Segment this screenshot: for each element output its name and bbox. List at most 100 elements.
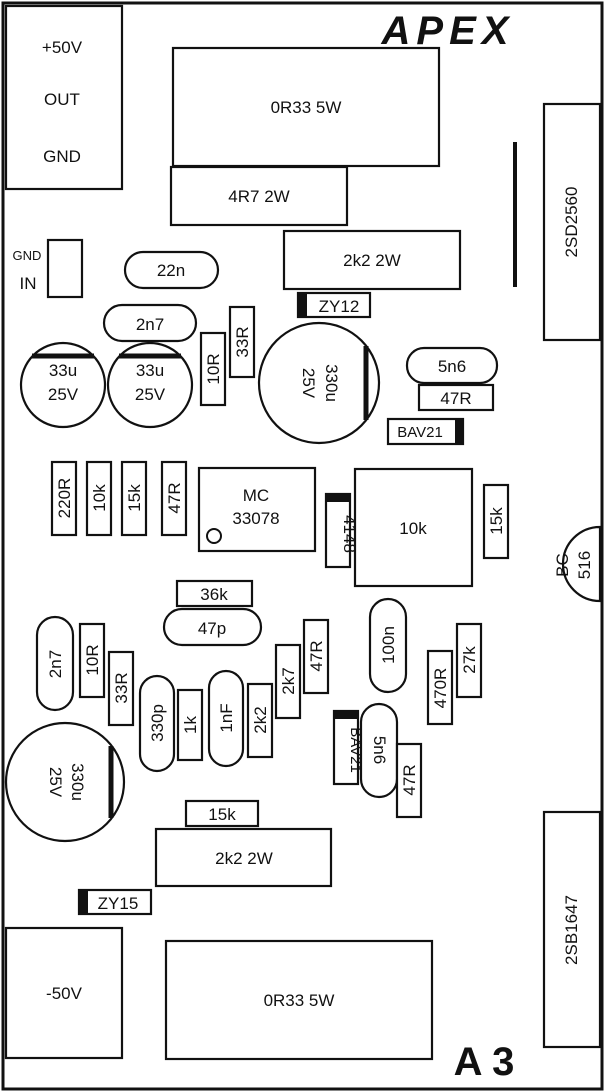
label-2n7-bottom: 2n7 [46,650,65,678]
resistor-2k2-top [282,229,462,291]
capacitor-2n7-bottom [35,615,75,712]
capacitor-100n [368,597,408,694]
label-470r: 470R [431,668,450,709]
label-1nf: 1nF [217,703,236,732]
resistor-33r-top [228,305,256,379]
label-220r: 220R [55,478,74,519]
resistor-2k2-small [246,682,274,759]
label-2sb1647: 2SB1647 [562,895,581,965]
label-330p: 330p [148,704,167,742]
terminal-out: OUT [44,90,80,109]
input-gnd-label: GND [13,248,42,263]
resistor-47r-top [417,383,495,412]
terminal-minus50v: -50V [46,984,83,1003]
label-33u-right-value: 33u [136,361,164,380]
resistor-10r-bottom [78,622,106,699]
label-33078: 33078 [232,509,279,528]
label-330u-top-voltage: 25V [299,368,318,399]
label-330u-bottom-value: 330u [68,763,87,801]
label-2sd2560: 2SD2560 [562,187,581,258]
resistor-47r-bottom [395,742,423,819]
label-330u-bottom-voltage: 25V [46,767,65,798]
resistor-4r7 [169,165,349,227]
label-47r-left: 47R [165,482,184,513]
label-zy15: ZY15 [98,894,139,913]
transistor-bc516 [561,525,602,603]
resistor-470r [426,649,454,726]
label-bc: BC [553,553,572,577]
capacitor-2n7-top [102,303,198,343]
resistor-47r-mid [302,618,330,695]
diode-4148 [324,492,352,569]
label-33u-right-voltage: 25V [135,385,166,404]
label-mc: MC [243,486,269,505]
bav21-top-cathode-band [455,419,463,444]
resistor-15k-left [120,460,148,537]
capacitor-33u-left [19,341,107,429]
transistor-2sd2560 [542,102,602,342]
resistor-10r-top [199,331,227,407]
capacitor-5n6-top [405,346,499,385]
label-36k: 36k [200,585,228,604]
label-10r-top: 10R [204,353,223,384]
label-33u-left-value: 33u [49,361,77,380]
resistor-10k-small [85,460,113,537]
resistor-27k [455,622,483,699]
label-4r7: 4R7 2W [228,187,289,206]
label-330u-top-value: 330u [322,364,341,402]
terminal-bottom [4,926,124,1060]
label-2k2-small: 2k2 [251,706,270,733]
zy12-cathode-band [298,293,307,317]
label-47r-mid: 47R [307,640,326,671]
capacitor-47p [162,607,263,647]
label-0r33-bottom: 0R33 5W [264,991,335,1010]
label-bav21-top: BAV21 [397,424,443,441]
resistor-0r33-bottom [164,939,434,1061]
label-47r-top: 47R [440,389,471,408]
resistor-47r-left [160,460,188,537]
resistor-220r [50,460,78,537]
input-connector [46,238,84,299]
label-5n6-bottom: 5n6 [370,736,389,764]
terminal-gnd: GND [43,147,81,166]
capacitor-33u-right [106,341,194,429]
label-10k-small: 10k [90,484,109,512]
label-33r-bottom: 33R [112,672,131,703]
label-0r33-top: 0R33 5W [271,98,342,117]
transistor-2sb1647 [542,810,602,1049]
label-47p: 47p [198,619,226,638]
resistor-1k [176,688,204,762]
resistor-15k-bottom [184,799,260,828]
label-516: 516 [575,551,594,579]
label-100n: 100n [379,626,398,664]
capacitor-330u-top [257,321,381,445]
zener-zy15 [77,888,153,916]
resistor-2k2-bottom [154,827,333,888]
board-id: A 3 [454,1040,515,1084]
label-10k-trimmer: 10k [399,519,427,538]
4148-cathode-band [326,494,350,502]
label-22n: 22n [157,261,185,280]
capacitor-330u-bottom [4,721,126,843]
diode-bav21-bottom [332,709,360,786]
resistor-36k [175,579,254,608]
label-15k-bottom: 15k [208,805,236,824]
resistor-33r-bottom [107,650,135,727]
capacitor-1nf [207,669,245,768]
label-15k-right: 15k [487,507,506,535]
resistor-0r33-top [171,46,441,168]
label-27k: 27k [460,646,479,674]
terminal-top [4,4,124,191]
trimmer-10k [353,467,474,588]
input-in-label: IN [20,274,37,293]
label-47r-bottom: 47R [400,764,419,795]
label-2n7-top: 2n7 [136,315,164,334]
bav21-bottom-cathode-band [334,711,358,719]
label-2k2-bottom: 2k2 2W [215,849,273,868]
capacitor-22n [123,250,220,290]
apex-logo: APEX [381,9,515,53]
label-33u-left-voltage: 25V [48,385,79,404]
label-1k: 1k [181,716,200,734]
terminal-plus50v: +50V [42,38,83,57]
